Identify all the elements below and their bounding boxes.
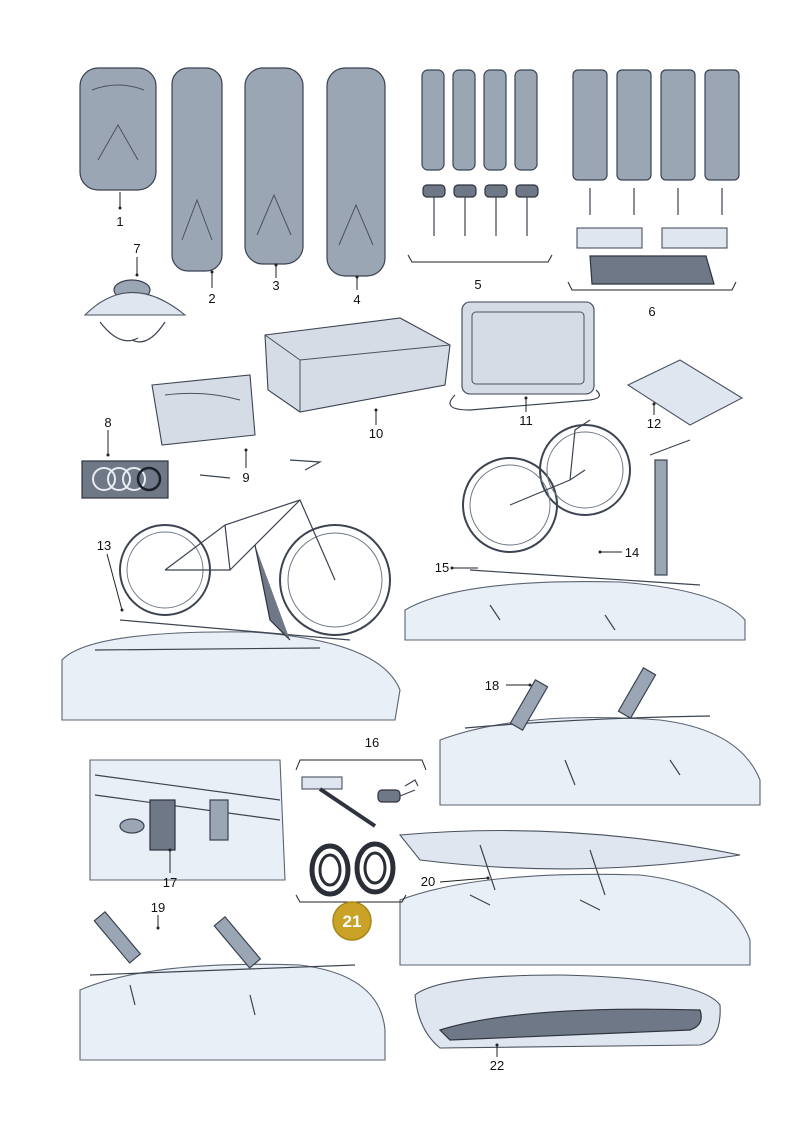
bike-carrier-14-15 (404, 419, 746, 641)
roof-box-bag-10 (264, 317, 451, 413)
ski-carrier-19 (79, 910, 386, 1061)
callout-21: 21 (343, 912, 362, 931)
callout-5: 5 (474, 277, 481, 292)
callout-19: 19 (151, 900, 165, 915)
callout-leaders (106, 192, 656, 1057)
callout-12: 12 (647, 416, 661, 431)
rail-adapter-17 (89, 759, 286, 881)
callout-8: 8 (104, 415, 111, 430)
callout-1: 1 (116, 214, 123, 229)
ski-carrier-18 (439, 667, 761, 806)
callout-15: 15 (435, 560, 449, 575)
callout-13: 13 (97, 538, 111, 553)
roof-box-4 (326, 67, 386, 277)
callout-10: 10 (369, 426, 383, 441)
storage-bag-9 (151, 374, 256, 446)
callout-22: 22 (490, 1058, 504, 1073)
callout-7: 7 (133, 241, 140, 256)
callout-3: 3 (272, 278, 279, 293)
highlight-badge[interactable] (332, 901, 372, 941)
callout-20: 20 (421, 874, 435, 889)
callout-2: 2 (208, 291, 215, 306)
callout-18: 18 (485, 678, 499, 693)
roof-box-2 (171, 67, 223, 272)
mounting-clamps-5 (407, 69, 553, 263)
callout-14: 14 (625, 545, 639, 560)
callout-11: 11 (519, 413, 533, 428)
callout-4: 4 (353, 292, 360, 307)
roof-box-bag-11 (449, 301, 600, 411)
callout-6: 6 (648, 304, 655, 319)
keys-tool-16 (295, 759, 427, 828)
tie-down-straps-21 (295, 841, 407, 903)
cover-12 (626, 359, 744, 426)
roof-box-22 (414, 974, 721, 1049)
audi-badge-8 (81, 460, 169, 499)
bike-carrier-13 (61, 459, 401, 721)
callout-21-highlight[interactable]: 21 (332, 901, 372, 941)
lock-mount-7 (83, 279, 187, 343)
callout-16: 16 (365, 735, 379, 750)
callout-9: 9 (242, 470, 249, 485)
roof-box-1 (79, 67, 157, 191)
roof-box-3 (244, 67, 304, 265)
callout-17: 17 (163, 875, 177, 890)
t-bolt-adapters-6 (567, 69, 740, 291)
kayak-carrier-20 (398, 829, 751, 966)
